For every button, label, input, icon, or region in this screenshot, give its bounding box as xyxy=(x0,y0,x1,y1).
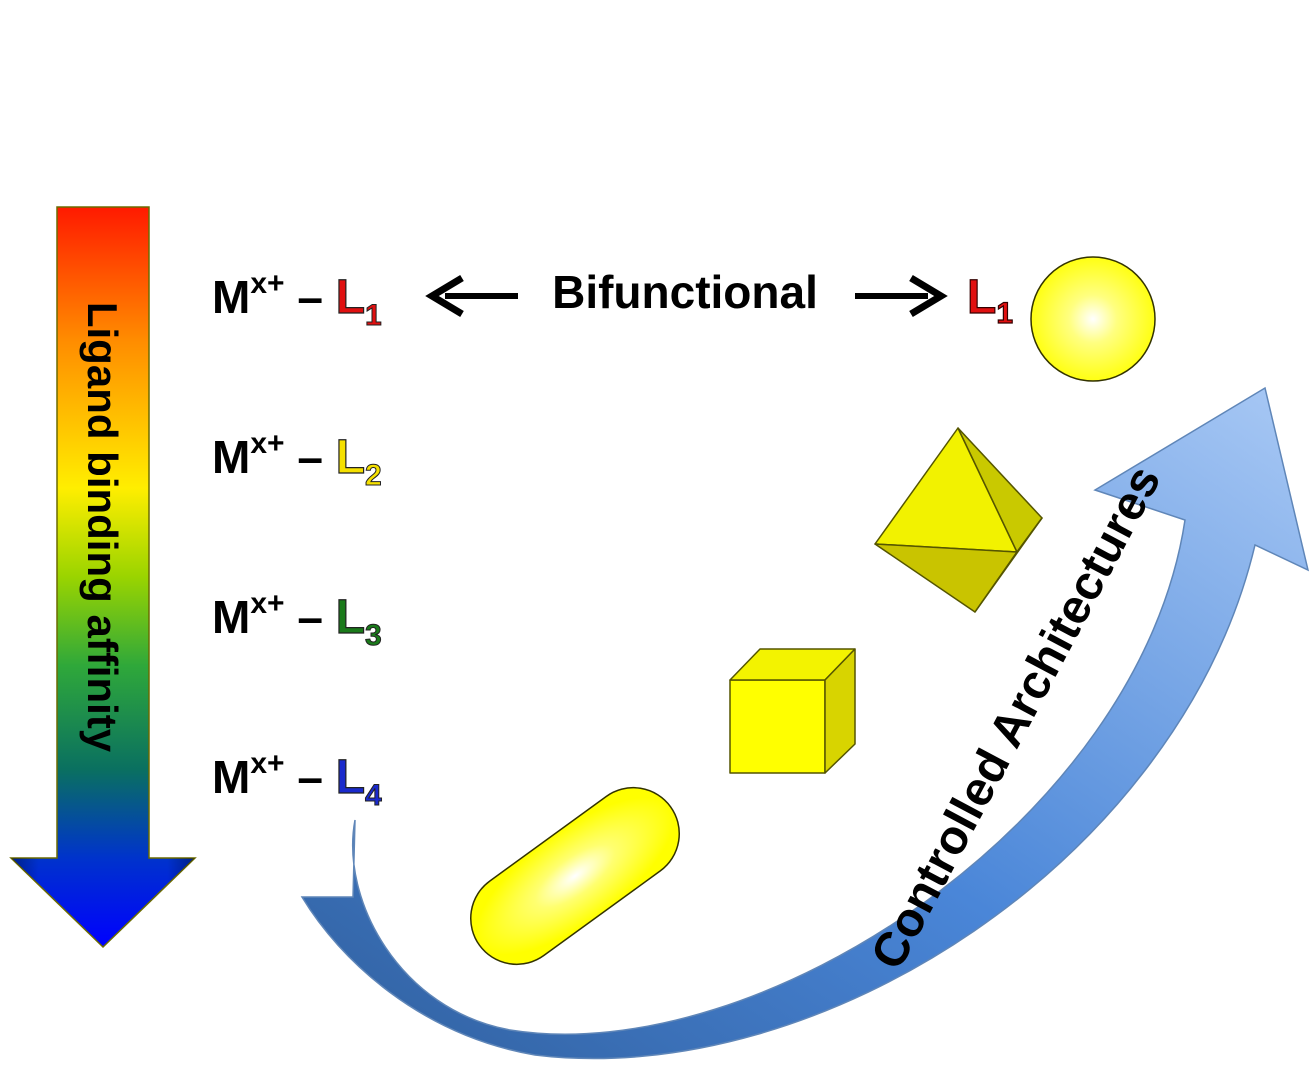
rod-shape xyxy=(470,786,680,966)
bond-dash: – xyxy=(285,431,336,483)
ligand-symbol: L xyxy=(336,431,365,484)
metal-symbol: M xyxy=(212,751,250,803)
octahedron-shape xyxy=(874,427,1043,613)
complex-row-1: Mx+ – L1 xyxy=(212,267,382,332)
sphere-shape xyxy=(1030,256,1156,382)
metal-symbol: M xyxy=(212,431,250,483)
left-arrow xyxy=(425,274,518,318)
metal-charge: x+ xyxy=(250,427,284,460)
affinity-arrow: Ligand binding affinity xyxy=(9,206,197,949)
ligand-index: 3 xyxy=(365,619,382,652)
bond-dash: – xyxy=(285,271,336,323)
bifunctional-label: Bifunctional xyxy=(552,266,818,318)
metal-charge: x+ xyxy=(250,587,284,620)
complex-row-3: Mx+ – L3 xyxy=(212,587,382,652)
metal-charge: x+ xyxy=(250,747,284,780)
complex-row-4: Mx+ – L4 xyxy=(212,747,382,812)
complex-row-2: Mx+ – L2 xyxy=(212,427,382,492)
ligand-index: 1 xyxy=(365,299,382,332)
metal-charge: x+ xyxy=(250,267,284,300)
metal-symbol: M xyxy=(212,591,250,643)
ligand-symbol: L xyxy=(336,591,365,644)
cube-shape xyxy=(729,648,856,774)
metal-symbol: M xyxy=(212,271,250,323)
ligand-symbol: L xyxy=(336,271,365,324)
bond-dash: – xyxy=(285,591,336,643)
bond-dash: – xyxy=(285,751,336,803)
ligand-index: 2 xyxy=(365,459,382,492)
bifunctional-row: Bifunctional L1 xyxy=(425,266,1014,331)
bifunctional-ligand: L1 xyxy=(967,271,1013,330)
ligand-symbol: L xyxy=(336,751,365,804)
right-arrow xyxy=(855,274,948,318)
affinity-label: Ligand binding affinity xyxy=(79,302,126,753)
ligand-index: 4 xyxy=(365,779,382,812)
